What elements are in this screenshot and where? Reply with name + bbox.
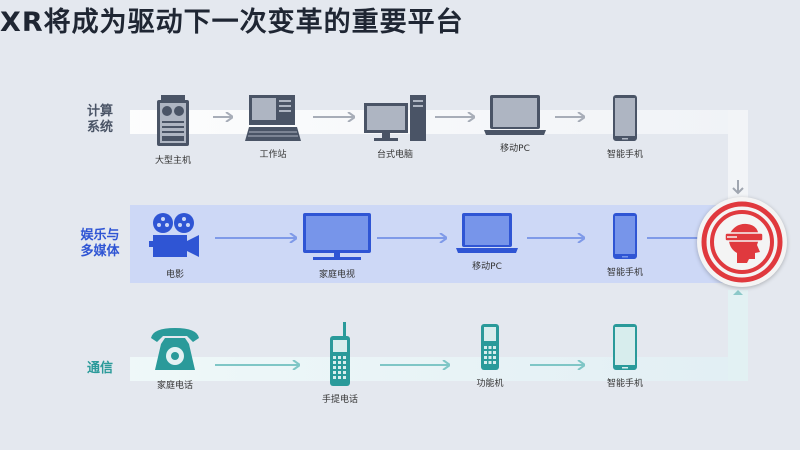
movie-camera-icon	[130, 211, 220, 263]
device-label: 家庭电话	[156, 381, 193, 391]
device-label: 大型主机	[154, 156, 191, 166]
laptop-icon	[470, 93, 560, 137]
device-label: 家庭电视	[318, 270, 355, 280]
device-label: 电影	[165, 270, 184, 280]
arrow-right-icon	[530, 360, 585, 370]
feature-phone-icon	[445, 322, 535, 372]
smartphone-icon	[580, 322, 670, 372]
arrow-right-icon	[377, 233, 447, 243]
arrow-down-icon	[732, 180, 744, 195]
device-label: 工作站	[259, 150, 287, 160]
comm-band	[130, 357, 748, 381]
tv-icon	[292, 211, 382, 263]
device-label: 移动PC	[472, 262, 502, 272]
device-item: 电影	[130, 211, 220, 280]
smartphone-icon	[580, 93, 670, 143]
device-label: 智能手机	[606, 150, 643, 160]
workstation-icon	[228, 93, 318, 143]
device-label: 功能机	[476, 379, 504, 389]
device-item: 大型主机	[128, 93, 218, 166]
device-label: 智能手机	[606, 268, 643, 278]
row-label-comm: 通信	[86, 361, 113, 376]
comm-connector	[728, 290, 748, 381]
desktop-icon	[350, 93, 440, 143]
smartphone-icon	[580, 211, 670, 261]
device-item: 工作站	[228, 93, 318, 160]
device-item: 移动PC	[442, 211, 532, 272]
device-label: 手提电话	[321, 395, 358, 405]
arrow-right-icon	[555, 112, 585, 122]
device-item: 台式电脑	[350, 93, 440, 160]
arrow-right-icon	[213, 112, 233, 122]
arrow-right-icon	[527, 233, 585, 243]
arrow-right-icon	[380, 360, 450, 370]
device-item: 家庭电视	[292, 211, 382, 280]
compute-band	[130, 110, 748, 134]
row-label-compute: 计算系统	[86, 104, 113, 135]
vr-headset-head-icon	[701, 201, 783, 283]
device-item: 手提电话	[295, 322, 385, 405]
mainframe-icon	[128, 93, 218, 149]
row-label-media: 娱乐与多媒体	[80, 228, 120, 259]
device-label: 台式电脑	[376, 150, 413, 160]
device-item: 智能手机	[580, 322, 670, 389]
arrow-right-icon	[215, 360, 300, 370]
arrow-right-icon	[313, 112, 355, 122]
mobile-phone-icon	[295, 322, 385, 388]
compute-connector	[728, 110, 748, 200]
device-item: 家庭电话	[130, 322, 220, 391]
device-label: 智能手机	[606, 379, 643, 389]
device-item: 移动PC	[470, 93, 560, 154]
device-item: 智能手机	[580, 93, 670, 160]
device-item: 智能手机	[580, 211, 670, 278]
device-item: 功能机	[445, 322, 535, 389]
device-label: 移动PC	[500, 144, 530, 154]
arrow-right-icon	[215, 233, 297, 243]
page-title: XR将成为驱动下一次变革的重要平台	[0, 7, 464, 38]
arrow-up-icon	[733, 290, 743, 295]
xr-hub	[697, 197, 787, 287]
telephone-icon	[130, 322, 220, 374]
arrow-right-icon	[435, 112, 475, 122]
laptop-icon	[442, 211, 532, 255]
